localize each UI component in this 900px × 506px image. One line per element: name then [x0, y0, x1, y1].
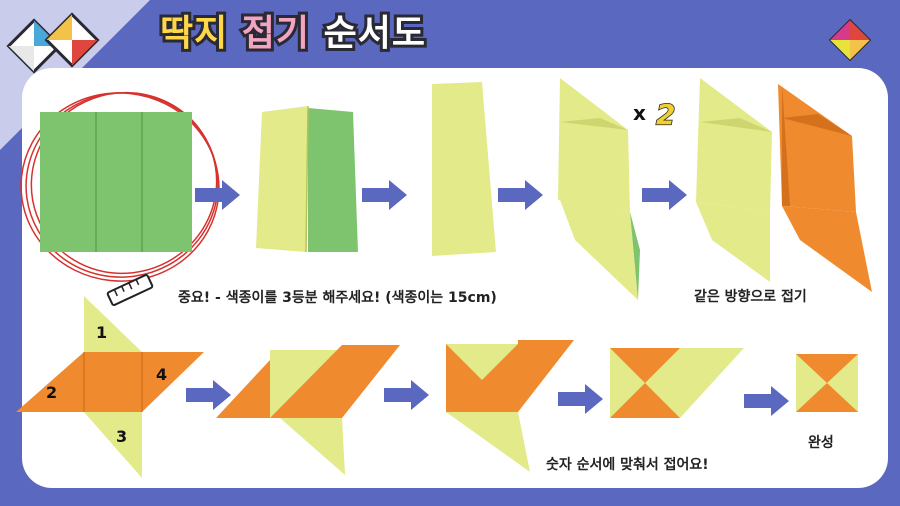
numbered-fold-diagram: [16, 296, 204, 478]
step-arrow: [642, 180, 687, 210]
fold-step7: [446, 340, 574, 472]
finished-ddakji: [796, 354, 858, 412]
step-arrow: [498, 180, 543, 210]
green-square-paper: [40, 112, 192, 252]
same-direction-caption: 같은 방향으로 접기: [694, 289, 807, 305]
step-arrow: [186, 380, 231, 410]
step-arrow: [558, 384, 603, 414]
folded-paper-step2: [256, 105, 358, 253]
logo-icon: [6, 12, 100, 74]
yellow-folded-step5: [696, 78, 772, 282]
step-arrow: [362, 180, 407, 210]
step-number-3: 3: [116, 427, 127, 446]
orange-folded-step5: [778, 84, 872, 292]
complete-caption: 완성: [808, 435, 834, 451]
step-number-2: 2: [46, 383, 57, 402]
title-part-2: 접기: [239, 10, 312, 57]
step-arrow: [195, 180, 240, 210]
step-arrow: [744, 386, 789, 416]
fold-step8: [610, 348, 744, 418]
repeat-x-symbol: x: [633, 101, 646, 125]
folded-ends-step4: [558, 78, 640, 300]
numbered-order-caption: 숫자 순서에 맞춰서 접어요!: [546, 457, 709, 473]
step-arrow: [384, 380, 429, 410]
title-part-3: 순서도: [321, 10, 428, 57]
step-number-4: 4: [156, 365, 167, 384]
important-note: 중요! - 색종이를 3등분 해주세요! (색종이는 15cm): [178, 290, 497, 306]
page-title: 딱지 접기 순서도: [157, 10, 428, 58]
paper-strip-step3: [432, 82, 496, 256]
step-number-1: 1: [96, 323, 107, 342]
title-part-1: 딱지: [157, 10, 230, 57]
fold-step6: [216, 345, 400, 475]
ruler-icon: [106, 274, 154, 306]
repeat-count: 2: [656, 98, 675, 131]
ddakji-icon: [828, 18, 872, 62]
